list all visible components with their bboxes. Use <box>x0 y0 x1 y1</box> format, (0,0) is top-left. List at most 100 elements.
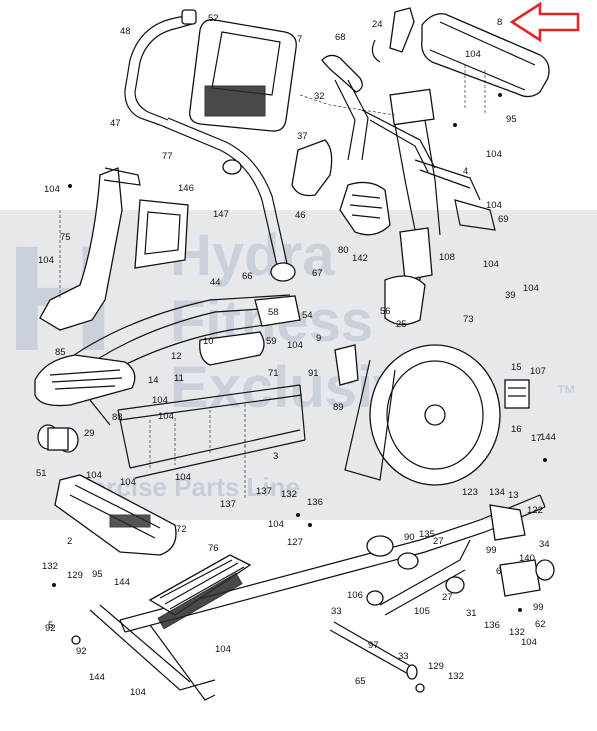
foot-plate-76 <box>148 554 252 630</box>
shroud-80 <box>339 181 391 236</box>
callout-144: 144 <box>540 432 556 443</box>
callout-95: 95 <box>92 569 103 580</box>
callout-88: 88 <box>112 412 123 423</box>
crank-105 <box>366 535 471 616</box>
callout-137: 137 <box>256 486 272 497</box>
callout-104: 104 <box>215 644 231 655</box>
callout-104: 104 <box>175 472 191 483</box>
callout-95: 95 <box>506 114 517 125</box>
dashed-guide-lines <box>59 65 486 500</box>
callout-104: 104 <box>120 477 136 488</box>
callout-4: 4 <box>463 166 468 177</box>
callout-71: 71 <box>268 368 279 379</box>
callout-99: 99 <box>486 545 497 556</box>
callout-108: 108 <box>439 252 455 263</box>
callout-68: 68 <box>335 32 346 43</box>
callout-136: 136 <box>307 497 323 508</box>
callout-66: 66 <box>242 271 253 282</box>
callout-5: 5 <box>48 620 53 631</box>
callout-107: 107 <box>530 366 546 377</box>
callout-31: 31 <box>466 608 477 619</box>
top-cover-8 <box>421 13 550 98</box>
callout-104: 104 <box>465 49 481 60</box>
callout-127: 127 <box>287 537 303 548</box>
water-bottle-holder-37 <box>291 139 333 197</box>
callout-104: 104 <box>523 283 539 294</box>
callout-104: 104 <box>483 259 499 270</box>
callout-106: 106 <box>347 590 363 601</box>
callout-76: 76 <box>208 543 219 554</box>
callout-9: 9 <box>316 333 321 344</box>
callout-69: 69 <box>498 214 509 225</box>
callout-16: 16 <box>511 424 522 435</box>
pedal-85 <box>34 354 136 426</box>
callout-27: 27 <box>442 592 453 603</box>
callout-32: 32 <box>314 91 325 102</box>
callout-129: 129 <box>428 661 444 672</box>
upright-46 <box>159 117 296 282</box>
callout-17: 17 <box>531 433 542 444</box>
callout-11: 11 <box>174 373 184 384</box>
callout-146: 146 <box>178 183 194 194</box>
highlight-arrow <box>509 1 580 43</box>
callout-135: 135 <box>419 529 435 540</box>
callout-140: 140 <box>519 553 535 564</box>
callout-104: 104 <box>486 200 502 211</box>
callout-7: 7 <box>297 34 302 45</box>
callout-73: 73 <box>463 314 474 325</box>
callout-58: 58 <box>268 307 279 318</box>
callout-44: 44 <box>210 277 221 288</box>
callout-2: 2 <box>67 536 72 547</box>
callout-14: 14 <box>148 375 159 386</box>
callout-92: 92 <box>45 623 56 634</box>
callout-105: 105 <box>414 606 430 617</box>
callout-80: 80 <box>338 245 349 256</box>
bracket-24 <box>371 7 415 63</box>
callout-104: 104 <box>38 255 54 266</box>
callout-104: 104 <box>152 395 168 406</box>
left-arm-75 <box>39 167 141 331</box>
callout-132: 132 <box>42 561 58 572</box>
callout-123: 123 <box>462 487 478 498</box>
callout-67: 67 <box>312 268 323 279</box>
callout-136: 136 <box>484 620 500 631</box>
callout-89: 89 <box>333 402 344 413</box>
callout-27: 27 <box>433 536 444 547</box>
callout-147: 147 <box>213 209 229 220</box>
callout-72: 72 <box>176 524 187 535</box>
callout-52: 52 <box>208 13 219 24</box>
rail-assembly-11 <box>117 331 306 479</box>
frame-stanchion <box>389 88 496 281</box>
callout-85: 85 <box>55 347 66 358</box>
idler-15 <box>504 379 530 409</box>
callout-29: 29 <box>84 428 95 439</box>
callout-59: 59 <box>266 336 277 347</box>
console-tray-146 <box>134 199 189 269</box>
callout-104: 104 <box>486 149 502 160</box>
callout-48: 48 <box>120 26 131 37</box>
callout-90: 90 <box>404 532 415 543</box>
callout-142: 142 <box>352 253 368 264</box>
callout-134: 134 <box>489 487 505 498</box>
callout-39: 39 <box>505 290 516 301</box>
fastener-markers <box>52 93 547 693</box>
watermark-brand-line-1: Hydra <box>170 223 335 288</box>
callout-122: 122 <box>527 505 543 516</box>
callout-132: 132 <box>448 671 464 682</box>
callout-104: 104 <box>86 470 102 481</box>
callout-75: 75 <box>60 232 71 243</box>
callout-54: 54 <box>302 310 313 321</box>
callout-51: 51 <box>36 468 47 479</box>
callout-6: 6 <box>496 566 501 577</box>
rail-cover-2 <box>54 474 177 556</box>
callout-104: 104 <box>287 340 303 351</box>
bracket-13 <box>489 504 526 541</box>
callout-34: 34 <box>539 539 550 550</box>
callout-56: 56 <box>380 306 391 317</box>
callout-104: 104 <box>130 687 146 698</box>
callout-137: 137 <box>220 499 236 510</box>
callout-37: 37 <box>297 131 308 142</box>
callout-91: 91 <box>308 368 319 379</box>
callout-144: 144 <box>114 577 130 588</box>
